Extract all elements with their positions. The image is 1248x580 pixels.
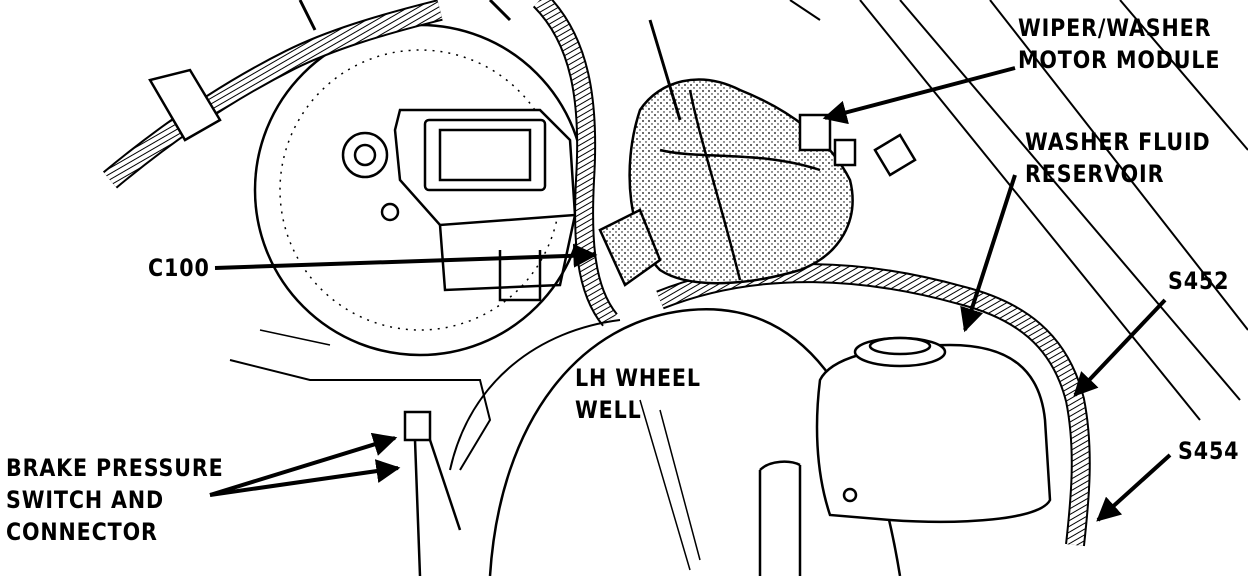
fender-lines <box>789 0 1248 421</box>
brake-pressure-switch <box>229 329 492 577</box>
washer-reservoir-label-line2: RESERVOIR <box>1025 160 1165 188</box>
lh-wheel-well-label-line1: LH WHEEL <box>575 364 701 392</box>
brake-switch-label: BRAKE PRESSURE SWITCH AND CONNECTOR <box>6 452 224 548</box>
c100-label: C100 <box>148 252 210 284</box>
lh-wheel-well-label: LH WHEEL WELL <box>575 362 701 426</box>
washer-reservoir-label-line1: WASHER FLUID <box>1025 128 1211 156</box>
brake-switch-label-line2: SWITCH AND <box>6 486 164 514</box>
s454-label: S454 <box>1178 435 1239 467</box>
master-cylinder <box>380 108 577 302</box>
wiper-module-label-line2: MOTOR MODULE <box>1018 46 1221 74</box>
wiper-module-label-line1: WIPER/WASHER <box>1018 14 1212 42</box>
c100-label-text: C100 <box>148 254 210 282</box>
leader-arrows <box>209 66 1172 522</box>
wiper-motor-module <box>598 19 917 287</box>
s452-label-text: S452 <box>1168 267 1230 295</box>
brake-switch-label-line3: CONNECTOR <box>6 518 158 546</box>
wiper-module-label: WIPER/WASHER MOTOR MODULE <box>1018 12 1220 76</box>
s454-label-text: S454 <box>1178 437 1240 465</box>
s452-label: S452 <box>1168 265 1229 297</box>
brake-switch-label-line1: BRAKE PRESSURE <box>6 454 224 482</box>
washer-reservoir-label: WASHER FLUID RESERVOIR <box>1025 126 1211 190</box>
washer-reservoir <box>758 336 1052 576</box>
lh-wheel-well-label-line2: WELL <box>575 396 642 424</box>
